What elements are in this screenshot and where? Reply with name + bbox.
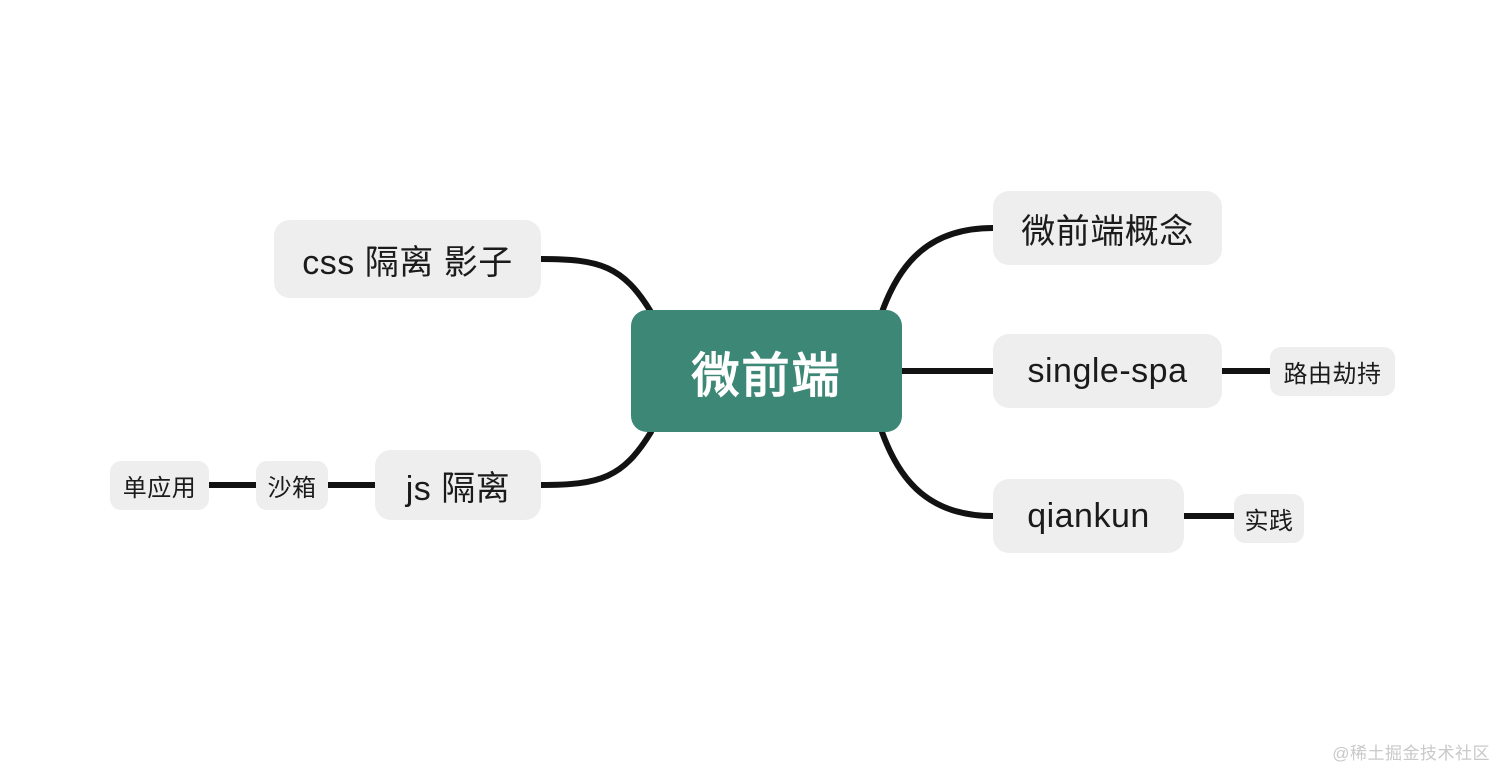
mind-map-node-micro-frontend-concept-label: 微前端概念 [1021,212,1194,251]
mind-map-node-single-app-label: 单应用 [122,475,197,502]
mind-map-node-qiankun-label: qiankun [1027,496,1150,535]
mind-map-root-node[interactable]: 微前端 [631,310,902,432]
mind-map-node-route-hijack-label: 路由劫持 [1283,361,1382,388]
mind-map-node-css-isolation[interactable]: css 隔离 影子 [274,220,541,298]
mind-map-node-micro-frontend-concept[interactable]: 微前端概念 [993,191,1222,265]
edge-root-js [538,429,654,488]
watermark: @稀土掘金技术社区 [1332,744,1490,763]
mind-map-node-single-spa-label: single-spa [1027,351,1188,390]
mind-map-root-node-label: 微前端 [691,350,842,403]
edge-root-concept [879,225,996,315]
mind-map-node-sandbox-label: 沙箱 [267,475,317,502]
edge-root-css [538,256,654,315]
mind-map-node-route-hijack[interactable]: 路由劫持 [1270,347,1395,396]
mind-map-node-js-isolation[interactable]: js 隔离 [375,450,541,520]
mind-map-node-single-app[interactable]: 单应用 [110,461,209,510]
mind-map-node-practice[interactable]: 实践 [1234,494,1304,543]
mind-map-node-js-isolation-label: js 隔离 [405,469,511,508]
mind-map-node-qiankun[interactable]: qiankun [993,479,1184,553]
mind-map-node-practice-label: 实践 [1244,508,1294,535]
mind-map-node-css-isolation-label: css 隔离 影子 [302,243,513,282]
mind-map-node-sandbox[interactable]: 沙箱 [256,461,328,510]
mind-map-node-single-spa[interactable]: single-spa [993,334,1222,408]
edge-root-qiankun [879,429,996,519]
